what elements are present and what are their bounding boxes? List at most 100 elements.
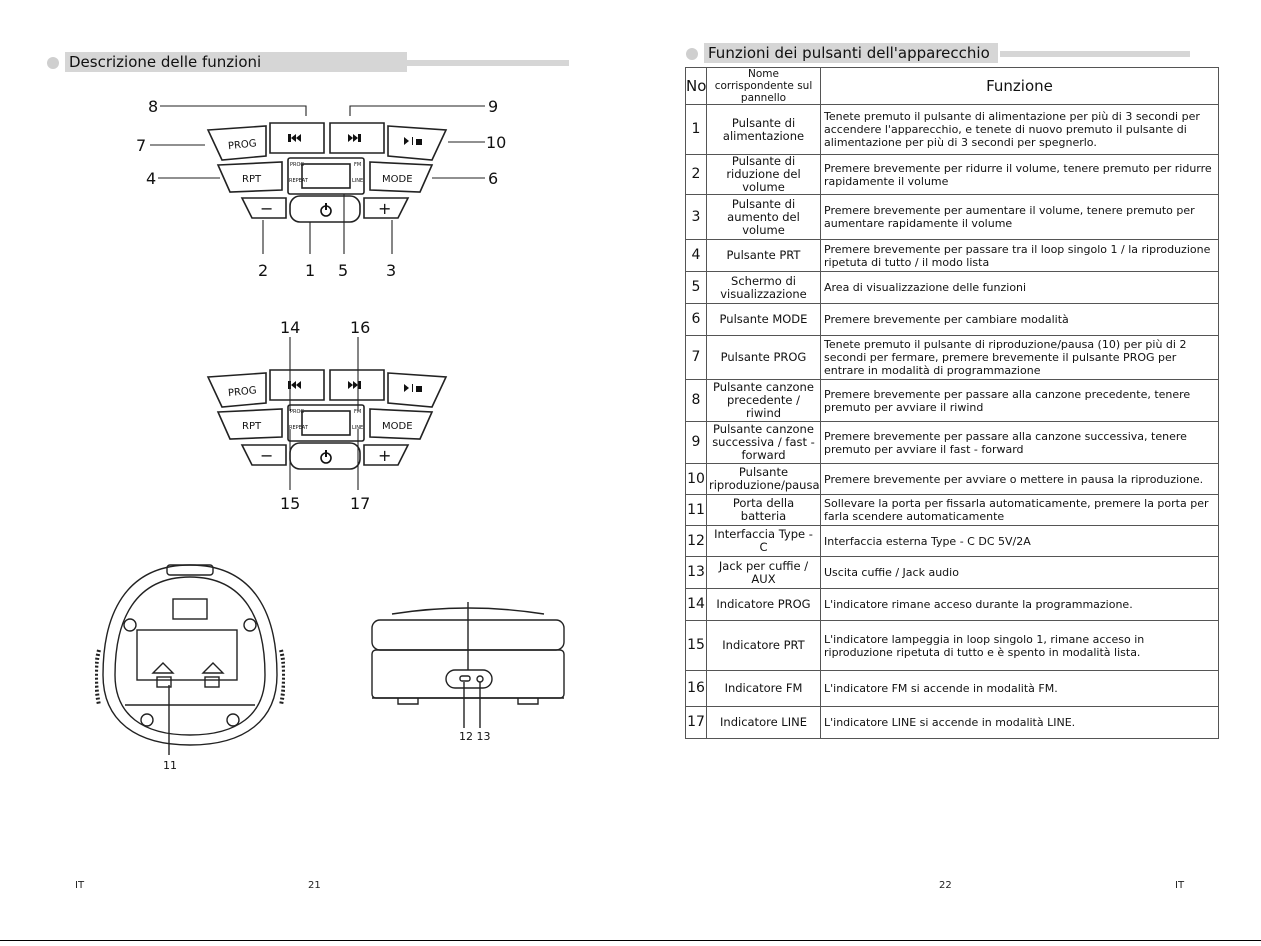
header-function: Funzione [820, 67, 1219, 105]
row-function: Premere brevemente per passare alla canz… [820, 379, 1219, 422]
left-section-title: Descrizione delle funzioni [69, 53, 262, 71]
row-no: 2 [685, 154, 707, 195]
row-function: Premere brevemente per ridurre il volume… [820, 154, 1219, 195]
row-function: Premere brevemente per passare alla canz… [820, 421, 1219, 464]
rpt-button [216, 161, 283, 193]
section-bullet-icon [47, 57, 59, 69]
row-function: Tenete premuto il pulsante di riproduzio… [820, 335, 1219, 380]
callout-4: 4 [146, 169, 156, 188]
row-no: 15 [685, 620, 707, 671]
row-function: Tenete premuto il pulsante di alimentazi… [820, 104, 1219, 155]
row-no: 1 [685, 104, 707, 155]
volume-down-button [240, 197, 287, 219]
row-function: Premere brevemente per avviare o mettere… [820, 463, 1219, 495]
minus-label: − [260, 199, 273, 218]
mode-label: MODE [382, 174, 413, 185]
right-section-header: Funzioni dei pulsanti dell'apparecchio [686, 43, 1190, 65]
page-bottom-rule [0, 940, 1261, 941]
callout-16: 16 [350, 318, 370, 337]
row-name: Schermo di visualizzazione [706, 271, 821, 304]
callout-10: 10 [486, 133, 506, 152]
prog-button [206, 125, 267, 161]
prev-icon [288, 134, 301, 142]
section-title-bar [65, 52, 407, 72]
row-function: L'indicatore LINE si accende in modalità… [820, 706, 1219, 739]
callout-6: 6 [488, 169, 498, 188]
display-repeat-indicator: REPEAT [289, 178, 309, 184]
row-function: Interfaccia esterna Type - C DC 5V/2A [820, 525, 1219, 557]
display-fm-indicator-2: FM [354, 409, 361, 415]
plus-label-2: + [378, 446, 391, 465]
function-table: No Nome corrispondente sul pannello Funz… [685, 67, 1219, 739]
minus-label-2: − [260, 446, 273, 465]
row-no: 9 [685, 421, 707, 464]
callout-15: 15 [280, 494, 300, 513]
row-function: Premere brevemente per aumentare il volu… [820, 194, 1219, 240]
row-name: Pulsante canzone precedente / riwind [706, 379, 821, 422]
display-fm-indicator: FM [354, 162, 361, 168]
row-name: Pulsante MODE [706, 303, 821, 336]
rpt-label: RPT [242, 174, 262, 185]
next-icon [348, 134, 361, 142]
row-name: Jack per cuffie / AUX [706, 556, 821, 589]
control-panel-diagram-indicators: PROG RPT MODE − + PROG REPEAT FM LINE 14… [206, 318, 448, 513]
row-name: Pulsante di riduzione del volume [706, 154, 821, 195]
row-name: Pulsante riproduzione/pausa [706, 463, 821, 495]
display-line-indicator-2: LINE [352, 425, 363, 431]
display-line-indicator: LINE [352, 178, 363, 184]
row-no: 13 [685, 556, 707, 589]
row-no: 12 [685, 525, 707, 557]
mode-button [369, 161, 434, 193]
header-name: Nome corrispondente sul pannello [706, 67, 821, 105]
device-side-view-diagram: 12 13 [371, 602, 565, 743]
display-prog-indicator: PROG [290, 162, 304, 168]
left-section-header: Descrizione delle funzioni [47, 52, 569, 74]
row-no: 5 [685, 271, 707, 304]
row-function: Sollevare la porta per fissarla automati… [820, 494, 1219, 526]
row-no: 4 [685, 239, 707, 272]
right-footer-lang: IT [1175, 880, 1185, 891]
row-no: 14 [685, 588, 707, 621]
callout-17: 17 [350, 494, 370, 513]
display-repeat-indicator-2: REPEAT [289, 425, 309, 431]
row-function: L'indicatore lampeggia in loop singolo 1… [820, 620, 1219, 671]
section-title-rule [1000, 51, 1190, 57]
row-name: Indicatore LINE [706, 706, 821, 739]
callout-1: 1 [305, 261, 315, 280]
row-no: 16 [685, 670, 707, 707]
row-function: L'indicatore FM si accende in modalità F… [820, 670, 1219, 707]
row-no: 17 [685, 706, 707, 739]
row-function: L'indicatore rimane acceso durante la pr… [820, 588, 1219, 621]
row-function: Premere brevemente per passare tra il lo… [820, 239, 1219, 272]
volume-up-button [363, 197, 410, 219]
right-section-title: Funzioni dei pulsanti dell'apparecchio [708, 44, 990, 62]
row-name: Porta della batteria [706, 494, 821, 526]
display-prog-indicator-2: PROG [290, 409, 304, 415]
rpt-label-2: RPT [242, 421, 262, 432]
left-footer-page: 21 [308, 880, 321, 891]
row-name: Pulsante di aumento del volume [706, 194, 821, 240]
callout-3: 3 [386, 261, 396, 280]
callout-7: 7 [136, 136, 146, 155]
callout-14: 14 [280, 318, 300, 337]
callout-11: 11 [163, 759, 177, 772]
section-bullet-icon [686, 48, 698, 60]
row-name: Pulsante PROG [706, 335, 821, 380]
callout-5: 5 [338, 261, 348, 280]
plus-label: + [378, 199, 391, 218]
row-function: Area di visualizzazione delle funzioni [820, 271, 1219, 304]
row-no: 10 [685, 463, 707, 495]
